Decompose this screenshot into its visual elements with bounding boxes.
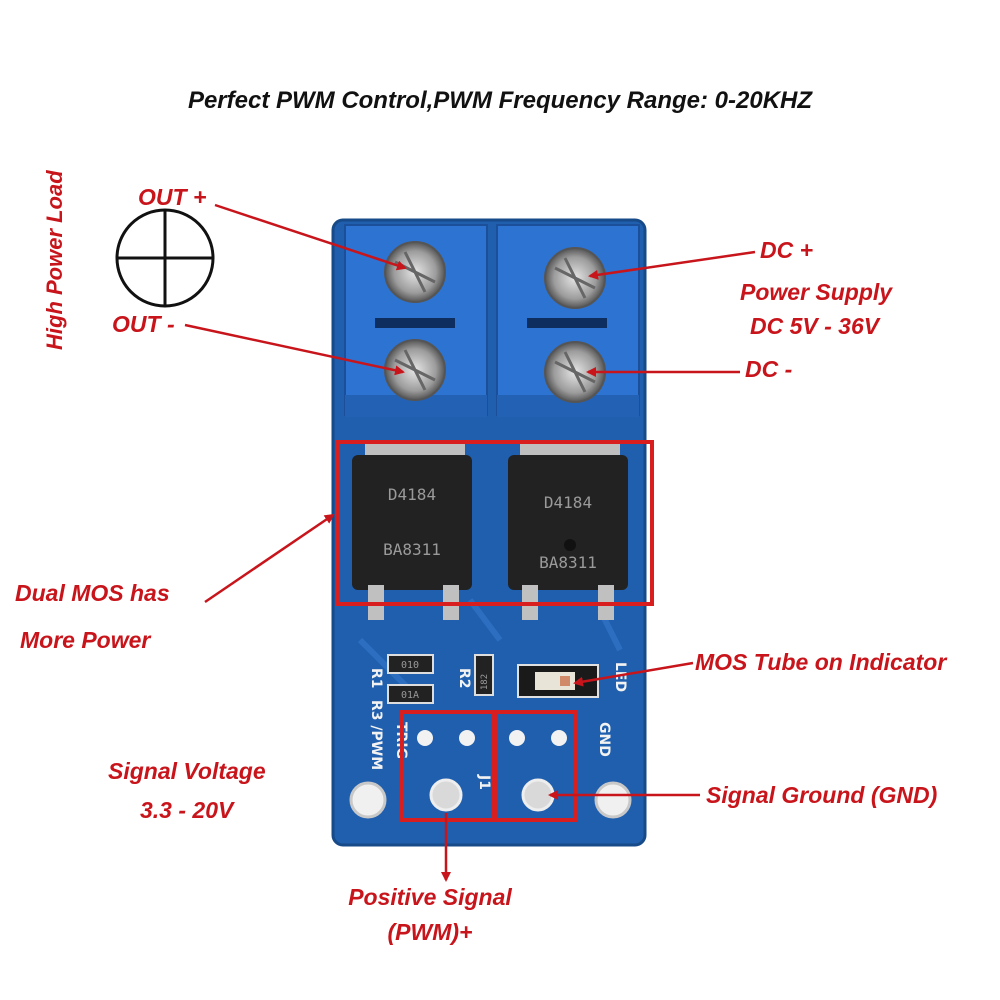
arrow-dual-mos (204, 513, 335, 604)
annotation-arrows (184, 203, 756, 882)
arrow-dc-plus (588, 250, 756, 280)
led-indicator (517, 664, 599, 698)
silk-j1: J1 (476, 774, 492, 790)
positive-signal-label-2: (PWM)+ (388, 919, 473, 945)
resistor-1-text: 010 (401, 660, 419, 671)
page-title: Perfect PWM Control,PWM Frequency Range:… (188, 87, 813, 114)
chip-right-top-text: D4184 (544, 493, 592, 512)
dc-minus-label: DC - (745, 356, 792, 382)
mosfet-right: D4184 BA8311 (508, 440, 628, 620)
resistors: 010 01A 182 (387, 654, 494, 704)
signal-box-right (494, 710, 578, 822)
arrow-out-minus (184, 323, 405, 376)
header-pins (417, 730, 567, 812)
dc-plus-label: DC + (760, 237, 813, 263)
dual-mos-label-1: Dual MOS has (15, 580, 170, 606)
chip-left-bottom-text: BA8311 (383, 540, 441, 559)
load-symbol (115, 208, 215, 308)
chip-right-bottom-text: BA8311 (539, 553, 597, 572)
dual-mos-label-2: More Power (20, 627, 151, 653)
silk-gnd: GND (596, 722, 612, 757)
power-supply-label: Power Supply (740, 279, 893, 305)
signal-voltage-range-label: 3.3 - 20V (140, 797, 235, 823)
arrow-out-plus (214, 203, 407, 271)
arrow-mos-indicator (573, 661, 694, 687)
chip-left-top-text: D4184 (388, 485, 436, 504)
signal-ground-label: Signal Ground (GND) (706, 782, 937, 808)
out-plus-label: OUT + (138, 184, 206, 210)
mos-indicator-label: MOS Tube on Indicator (695, 649, 947, 675)
positive-signal-label-1: Positive Signal (348, 884, 512, 910)
resistor-2-text: 01A (401, 690, 419, 701)
silk-led: LED (612, 662, 628, 692)
silk-r2: R2 (456, 668, 472, 689)
gnd-pad (521, 778, 555, 812)
dc-range-label: DC 5V - 36V (750, 313, 881, 339)
mosfet-left: D4184 BA8311 (352, 440, 472, 620)
silk-r1: R1 (368, 668, 384, 689)
mount-hole-right (594, 781, 632, 819)
mos-highlight-box (335, 440, 654, 606)
pwm-pad (429, 778, 463, 812)
high-power-load-label: High Power Load (42, 170, 67, 350)
mount-hole-left (349, 781, 387, 819)
terminal-block-dc (496, 224, 640, 417)
terminal-block-out (344, 224, 488, 417)
silk-r3-pwm: R3 /PWM (368, 700, 384, 770)
signal-voltage-label: Signal Voltage (108, 758, 266, 784)
out-minus-label: OUT - (112, 311, 175, 337)
resistor-3-text: 182 (480, 674, 490, 690)
